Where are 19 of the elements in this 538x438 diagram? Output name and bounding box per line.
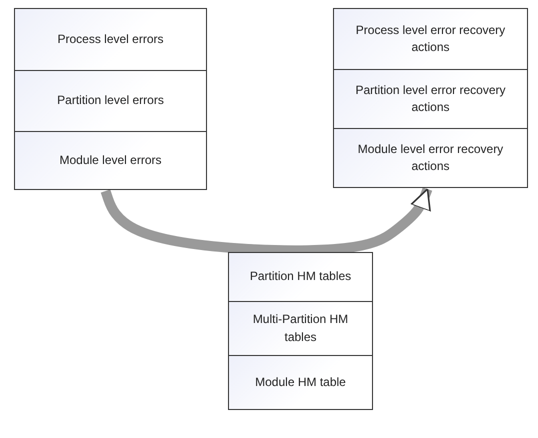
table-box xyxy=(14,8,207,71)
curved-arrow xyxy=(100,187,432,256)
table-box xyxy=(333,8,528,70)
box-label: Process level errors xyxy=(56,30,165,48)
table-box xyxy=(333,69,528,129)
table-box xyxy=(228,355,373,410)
box-label: Module HM table xyxy=(254,374,347,391)
table-box xyxy=(228,252,373,302)
box-label: Process level error recovery actions xyxy=(354,22,506,56)
table-box xyxy=(333,128,528,188)
table-box xyxy=(14,131,207,190)
box-label: Partition level errors xyxy=(56,92,165,110)
box-label: Partition level error recovery actions xyxy=(354,82,507,116)
box-label: Module level error recovery actions xyxy=(356,140,504,175)
box-label: Module level errors xyxy=(58,152,163,169)
box-label: Multi-Partition HM tables xyxy=(252,311,350,346)
table-box xyxy=(14,70,207,132)
box-label: Partition HM tables xyxy=(248,268,352,286)
table-box xyxy=(228,301,373,356)
